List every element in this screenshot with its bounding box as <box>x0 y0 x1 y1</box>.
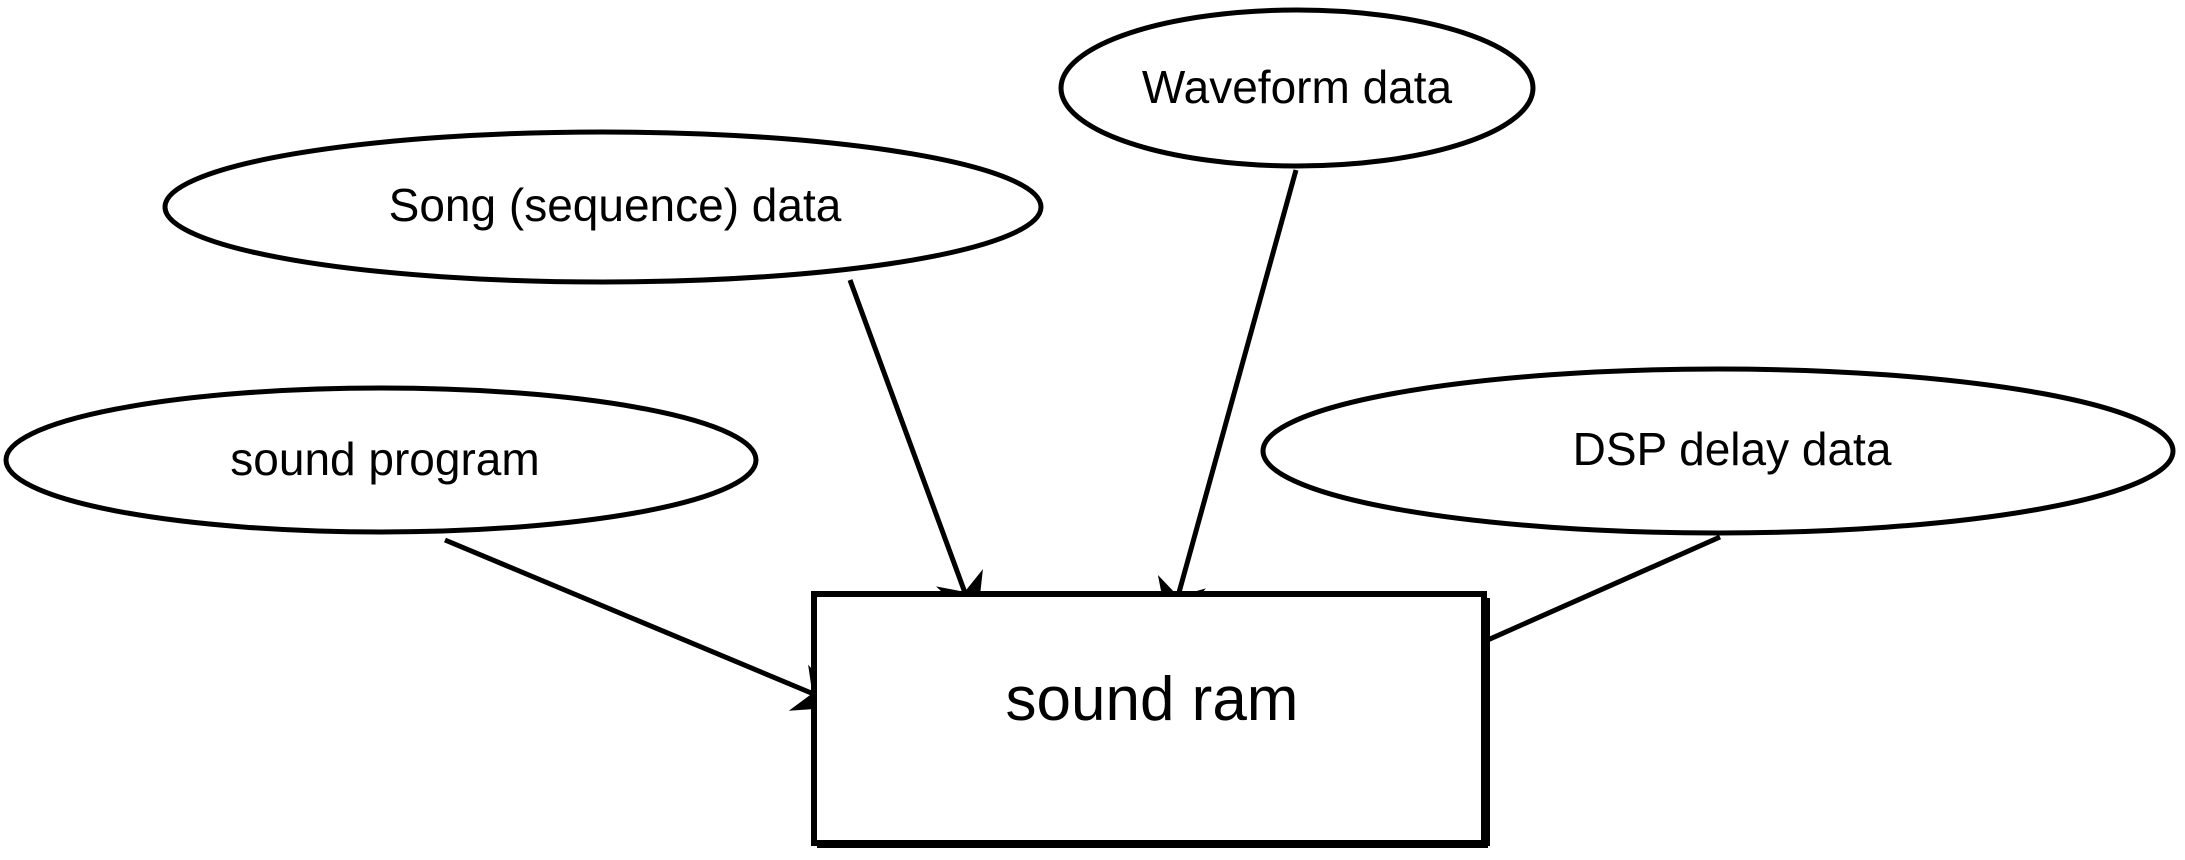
node-song-data-label: Song (sequence) data <box>389 179 842 231</box>
node-song-data: Song (sequence) data <box>162 129 1044 285</box>
node-song-data-shape <box>162 129 1044 285</box>
node-waveform-data-shape <box>1058 7 1536 169</box>
node-sound-program-label: sound program <box>230 433 539 485</box>
arrow-waveform-data-to-sound-ram <box>1157 169 1299 630</box>
node-waveform-data-label: Waveform data <box>1142 61 1453 113</box>
node-sound-ram: sound ram <box>811 591 1490 848</box>
arrow-song-data-to-sound-ram <box>847 279 983 625</box>
node-dsp-delay-data-label: DSP delay data <box>1573 423 1892 475</box>
node-sound-ram-shape <box>811 591 1487 846</box>
node-waveform-data: Waveform data <box>1058 7 1536 169</box>
arrow-sound-program-to-sound-ram <box>444 537 845 711</box>
node-sound-program: sound program <box>3 385 759 535</box>
node-dsp-delay-data: DSP delay data <box>1260 366 2176 536</box>
node-sound-program-shape <box>3 385 759 535</box>
node-sound-ram-label: sound ram <box>1006 665 1299 734</box>
node-dsp-delay-data-shape <box>1260 366 2176 536</box>
